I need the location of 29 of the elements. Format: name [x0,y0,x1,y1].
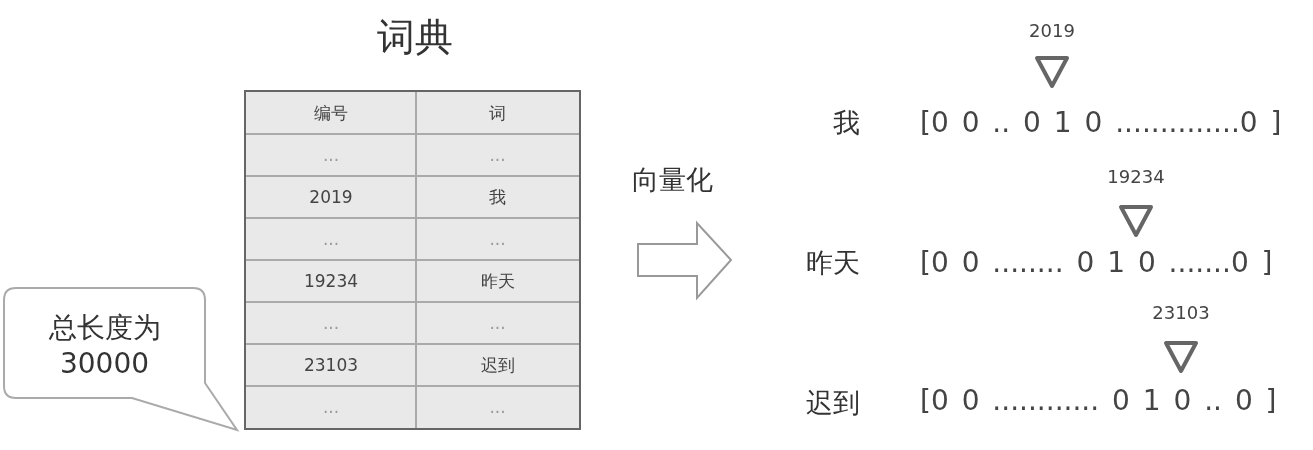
title: 词典 [376,14,454,61]
callout-text: 总长度为 30000 [47,310,162,382]
table-cell-text: 迟到 [479,353,516,377]
table-cell-text: ... [321,228,341,251]
vector-text: [0 0 .. 0 1 0 ..............0 ] [920,106,1282,139]
table-cell-text: 2019 [308,186,354,209]
table-cell-text: ... [488,144,507,167]
word: 昨天 [805,246,860,280]
table-cell-text: ... [321,144,341,167]
table-cell-text: ... [488,396,507,419]
index-number: 19234 [1106,166,1166,187]
index-number: 2019 [1028,20,1076,41]
table-cell-text: 昨天 [479,269,516,293]
word: 迟到 [805,386,860,420]
table-cell-text: ... [321,312,341,335]
table-box [244,90,581,430]
table-cell-text: ... [321,396,341,419]
vector-text: [0 0 ............ 0 1 0 .. 0 ] [920,384,1277,417]
table-cell-text: 19234 [302,270,360,293]
table-cell-text: 词 [488,101,507,125]
table-cell-text: ... [488,312,507,335]
table-cell-text: 23103 [302,354,360,377]
word: 我 [832,106,860,140]
table-cell-text: 我 [488,185,507,209]
vector-text: [0 0 ........ 0 1 0 .......0 ] [920,246,1273,279]
table-cell-text: ... [488,228,507,251]
arrow-label: 向量化 [632,163,713,197]
table-cell-text: 编号 [313,101,349,125]
index-number: 23103 [1151,302,1211,323]
